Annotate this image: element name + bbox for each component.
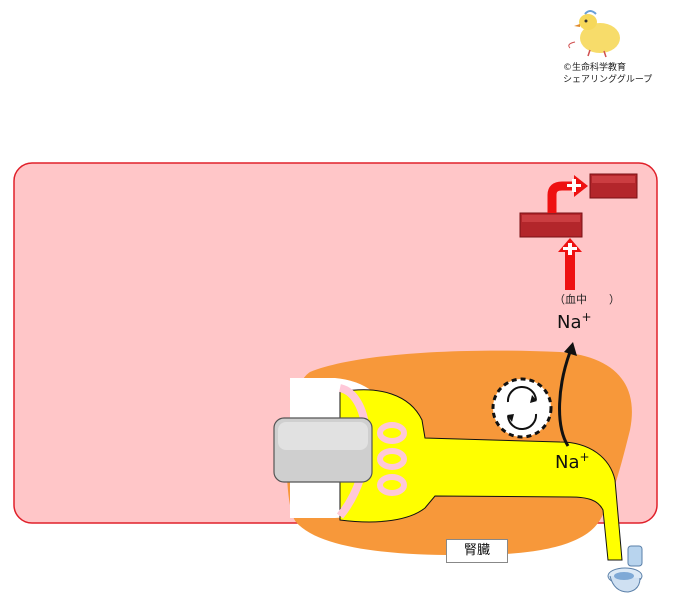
credit-line-2: シェアリンググループ [563,75,653,85]
mascot-icon [568,10,620,58]
stimulation-arrow-upper [547,175,588,213]
toilet-icon [607,545,643,593]
na-transport-arrow [558,351,572,447]
credit-text: ©生命科学教育 シェアリンググループ [563,62,652,86]
credit-line-1: ©生命科学教育 [563,63,627,73]
renal-tubule [339,389,623,561]
transporter-icon [491,377,553,439]
na-ion-blood: Na+ [557,310,592,333]
blood-label: （血中 ） [554,293,620,306]
kidney-label: 腎臓 [446,539,508,563]
na-ion-tubule: Na+ [555,450,590,473]
stimulation-arrow-lower [558,238,582,290]
glomerulus-loops [377,422,407,496]
